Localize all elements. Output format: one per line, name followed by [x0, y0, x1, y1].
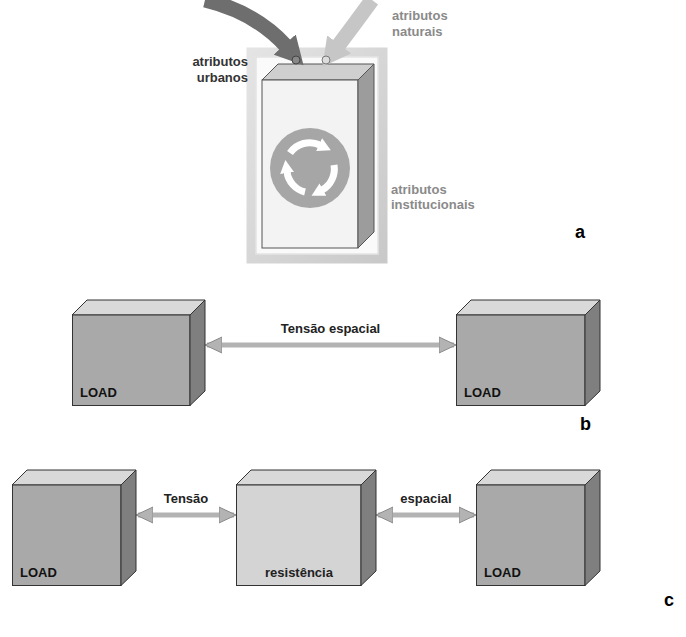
- recycle-symbol: [270, 128, 350, 208]
- load-cube: LOAD: [12, 470, 136, 586]
- urban-arrow: [205, 0, 286, 46]
- cube-side: [585, 300, 600, 406]
- cube-front: [477, 485, 586, 586]
- cube-front: [73, 315, 191, 406]
- cube-front: [457, 315, 586, 406]
- cube-front: [13, 485, 122, 586]
- edge-label: espacial: [397, 491, 454, 506]
- arrow-pin: [292, 56, 300, 64]
- node-label: LOAD: [80, 385, 117, 400]
- attribute-label: atributos naturais: [392, 8, 462, 39]
- node-label: LOAD: [464, 385, 501, 400]
- natural-arrow: [338, 0, 372, 46]
- load-cube: LOAD: [456, 300, 600, 406]
- cube-front: [262, 80, 358, 248]
- cube-top: [476, 470, 600, 485]
- recycling-box: atributos institucionais: [251, 52, 383, 259]
- cube-top: [456, 300, 600, 315]
- cube-front: [237, 485, 362, 586]
- resistance-cube: resistência: [236, 470, 376, 586]
- box-heading: atributos institucionais: [391, 182, 491, 212]
- panel-letter: a: [575, 222, 585, 243]
- cube-top: [72, 300, 205, 315]
- node-label: LOAD: [484, 565, 521, 580]
- load-cube: LOAD: [72, 300, 205, 406]
- cube-side: [190, 300, 205, 406]
- edge-label: Tensão: [161, 491, 212, 506]
- cube-top: [262, 64, 374, 80]
- tension-arrow: [207, 343, 454, 348]
- arrow-pin: [322, 56, 330, 64]
- panel-letter: b: [580, 414, 591, 435]
- cube-side: [585, 470, 600, 586]
- outer-frame: [251, 52, 383, 259]
- cube-side: [361, 470, 376, 586]
- cube-top: [12, 470, 136, 485]
- cube-side: [358, 64, 374, 248]
- tension-arrow: [138, 513, 234, 518]
- node-label: LOAD: [20, 565, 57, 580]
- frame-edge: [256, 57, 378, 254]
- load-cube: LOAD: [476, 470, 600, 586]
- recycle-arrow: [322, 165, 334, 190]
- cube-top: [236, 470, 376, 485]
- attribute-label: atributos urbanos: [168, 54, 248, 85]
- tension-arrow: [378, 513, 474, 518]
- edge-label: Tensão espacial: [278, 321, 383, 336]
- panel-letter: c: [664, 590, 674, 611]
- recycle-arrow: [290, 143, 320, 153]
- cube-side: [121, 470, 136, 586]
- node-label: resistência: [265, 565, 333, 580]
- recycle-arrow: [287, 172, 305, 192]
